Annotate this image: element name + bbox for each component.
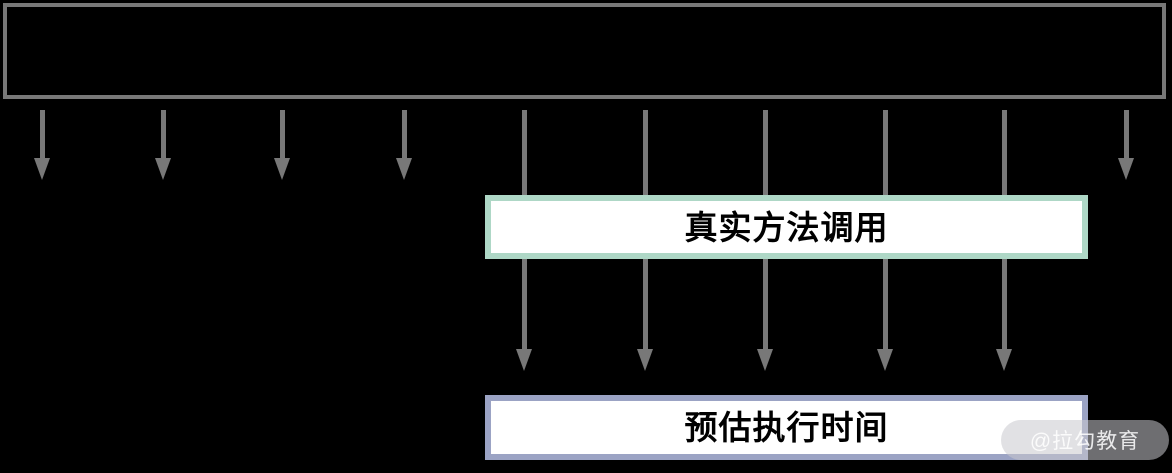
connector-arrow-10 — [1124, 110, 1129, 162]
arrow-head-12 — [637, 349, 653, 371]
connector-arrow-3 — [280, 110, 285, 162]
box-estimated-exec-time-label: 预估执行时间 — [684, 409, 889, 446]
connector-arrow-4 — [402, 110, 407, 162]
box-real-method-call[interactable]: 真实方法调用 — [485, 195, 1088, 259]
connector-line-7 — [763, 110, 768, 200]
arrow-head-1 — [34, 158, 50, 180]
connector-arrow-1 — [40, 110, 45, 162]
connector-arrow-12 — [643, 259, 648, 351]
connector-arrow-11 — [522, 259, 527, 351]
connector-line-5 — [522, 110, 527, 200]
connector-line-8 — [883, 110, 888, 200]
connector-arrow-15 — [1002, 259, 1007, 351]
connector-arrow-2 — [161, 110, 166, 162]
arrow-head-2 — [155, 158, 171, 180]
arrow-head-15 — [996, 349, 1012, 371]
connector-line-9 — [1002, 110, 1007, 200]
arrow-head-11 — [516, 349, 532, 371]
arrow-head-14 — [877, 349, 893, 371]
box-real-method-call-label: 真实方法调用 — [684, 208, 889, 246]
top-container-box — [3, 3, 1166, 99]
arrow-head-10 — [1118, 158, 1134, 180]
arrow-head-13 — [757, 349, 773, 371]
connector-arrow-13 — [763, 259, 768, 351]
arrow-head-4 — [396, 158, 412, 180]
box-estimated-exec-time[interactable]: 预估执行时间 — [485, 395, 1088, 460]
connector-arrow-14 — [883, 259, 888, 351]
arrow-head-3 — [274, 158, 290, 180]
connector-line-6 — [643, 110, 648, 200]
